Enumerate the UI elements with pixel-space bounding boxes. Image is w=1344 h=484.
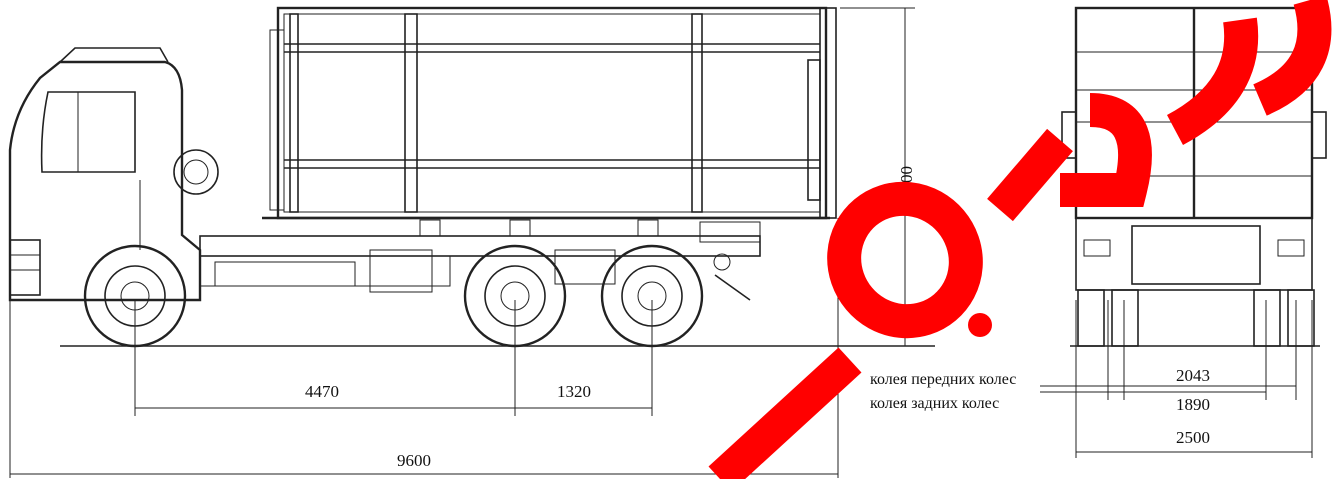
truck-cab — [8, 47, 219, 302]
label-front-track: колея передних колес — [870, 371, 1016, 388]
label-rear-track: колея задних колес — [870, 395, 999, 412]
dim-wheelbase-rear: 1320 — [557, 382, 591, 401]
dim-front-track: 2043 — [1176, 366, 1210, 385]
cargo-body — [262, 6, 837, 220]
frame-rails — [199, 219, 761, 301]
dim-wheelbase-front: 4470 — [305, 382, 339, 401]
watermark-dot — [968, 313, 992, 337]
watermark — [708, 0, 1332, 484]
dim-overall-width: 2500 — [1176, 428, 1210, 447]
rear-dimensions: 2043 1890 2500 колея передних колес коле… — [870, 300, 1313, 458]
dim-overall-length: 9600 — [397, 451, 431, 470]
side-view — [8, 6, 935, 348]
dim-rear-track: 1890 — [1176, 395, 1210, 414]
